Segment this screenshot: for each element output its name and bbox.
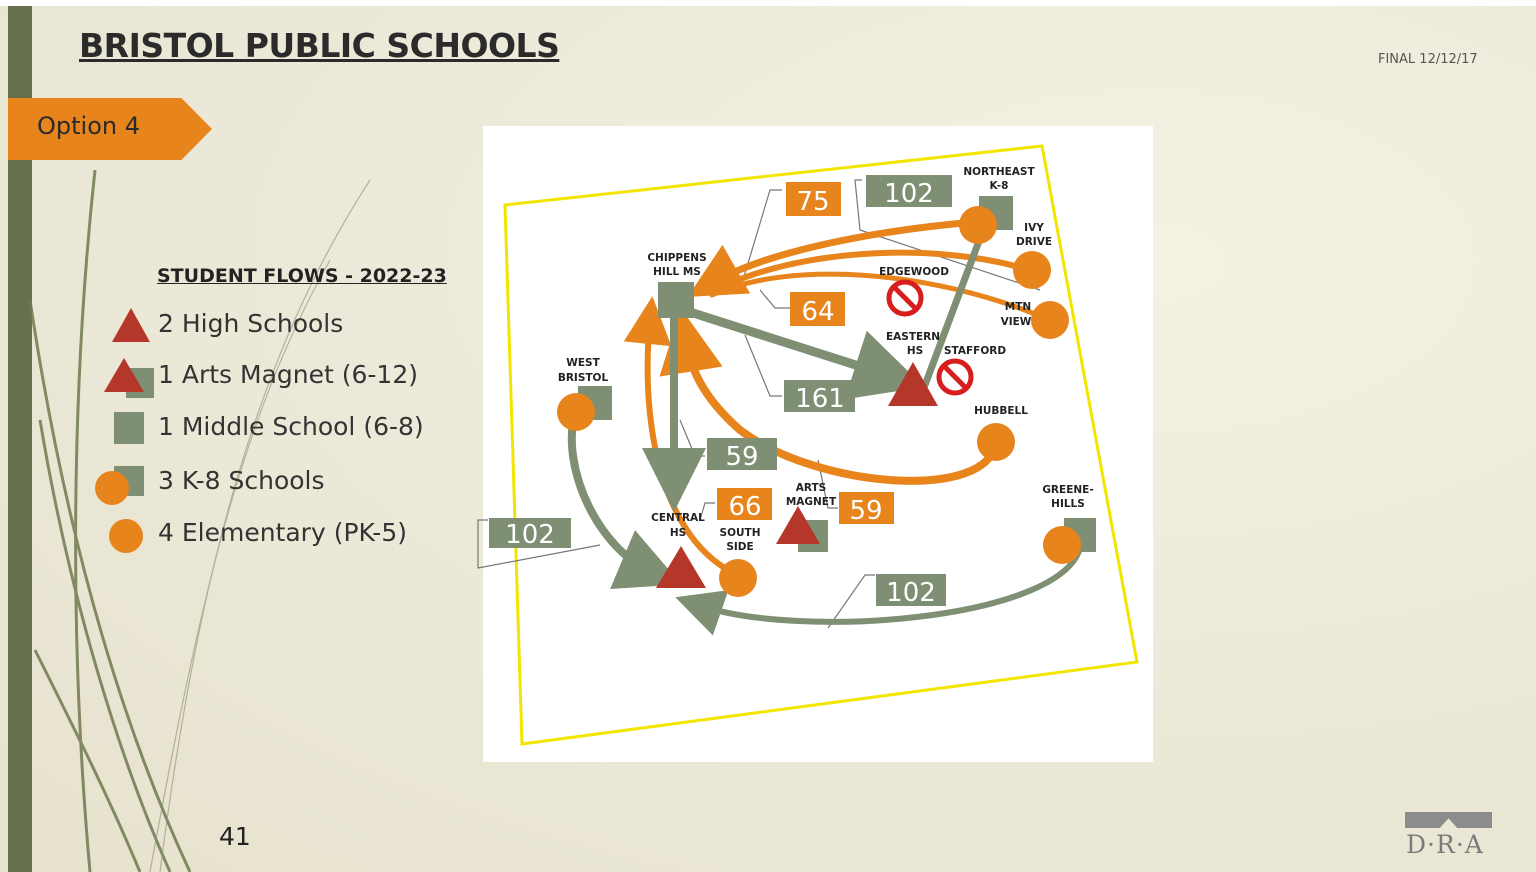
flow-label-75: 75 [796,187,829,217]
label-mtn: MTN [1005,301,1031,313]
top-strip [0,0,1536,6]
gray-square-icon [114,412,144,444]
legend-item-high-schools: 2 High Schools [0,305,480,345]
label-central-sub: HS [670,527,686,539]
flow-label-102-bottom: 102 [886,578,936,608]
legend-item-middle-school: 1 Middle School (6-8) [0,408,480,448]
label-ivy-sub: DRIVE [1016,236,1052,248]
flow-box-102-left [489,518,571,548]
flow-box-102-top [866,175,952,207]
label-greene-sub: HILLS [1051,498,1085,510]
label-chippens-sub: HILL MS [653,266,701,278]
label-west: WEST [566,357,600,369]
dra-logo: D·R·A [1402,812,1494,860]
label-arts: ARTS [796,482,826,494]
central-hs-triangle [656,546,706,588]
label-greene: GREENE- [1042,484,1093,496]
label-stafford: STAFFORD [944,345,1006,357]
west-bristol-circle [557,393,595,431]
circle-square-icon [95,466,144,505]
flow-box-102-bottom [876,574,946,606]
district-boundary [503,144,1139,746]
flow-box-59-orange [839,492,894,524]
flow-box-59-green [707,438,777,470]
flow-label-102-top: 102 [884,179,934,209]
leader-lines [477,179,1041,629]
flow-label-161: 161 [795,384,845,414]
school-markers [557,196,1096,597]
label-arts-sub: MAGNET [786,496,837,508]
label-edgewood: EDGEWOOD [879,266,949,278]
flow-box-66 [717,488,772,520]
flow-box-161 [784,380,855,412]
legend-item-elementary: 4 Elementary (PK-5) [0,514,480,554]
label-south: SOUTH [720,527,761,539]
page-title: BRISTOL PUBLIC SCHOOLS [79,26,560,65]
label-west-sub: BRISTOL [558,372,609,384]
option-label: Option 4 [37,112,140,140]
label-hubbell: HUBBELL [974,405,1028,417]
label-mtn-sub: VIEW [1001,316,1032,328]
flow-arrows [567,218,1083,636]
hubbell-circle [977,423,1015,461]
orange-circle-icon [109,519,143,553]
flow-label-59-orange: 59 [849,496,882,526]
red-triangle-icon [112,308,150,342]
flow-box-75 [786,182,841,216]
legend-label: 4 Elementary (PK-5) [158,518,407,547]
legend-label: 1 Arts Magnet (6-12) [158,360,418,389]
eastern-triangle [888,362,938,406]
flow-label-102-left: 102 [505,520,555,550]
label-eastern: EASTERN [886,331,940,343]
chippens-square [658,282,694,318]
map-panel [483,126,1153,762]
label-ivy: IVY [1024,222,1044,234]
south-side-circle [719,559,757,597]
option-tag: Option 4 [8,98,212,160]
flow-label-66: 66 [728,492,761,522]
legend-label: 1 Middle School (6-8) [158,412,424,441]
edgewood-closed-icon [886,279,924,317]
greene-hills-circle [1043,526,1081,564]
northeast-circle [959,206,997,244]
flow-label-59-green: 59 [725,442,758,472]
decorative-grass [28,169,371,872]
mtn-view-circle [1031,301,1069,339]
label-northeast: NORTHEAST [963,166,1035,178]
label-central: CENTRAL [651,512,705,524]
arts-magnet-triangle [776,506,820,544]
logo-roof-icon [1405,812,1492,828]
label-chippens: CHIPPENS [647,252,706,264]
legend-title: STUDENT FLOWS - 2022-23 [157,265,447,287]
triangle-square-icon [104,358,154,398]
legend-label: 3 K-8 Schools [158,466,325,495]
label-northeast-sub: K-8 [990,180,1009,192]
label-south-sub: SIDE [726,541,753,553]
legend-label: 2 High Schools [158,309,344,338]
final-date-label: FINAL 12/12/17 [1378,52,1478,67]
stafford-closed-icon [936,358,974,396]
label-eastern-sub: HS [907,345,923,357]
page-number: 41 [219,822,251,851]
legend-item-arts-magnet: 1 Arts Magnet (6-12) [0,356,480,398]
logo-text: D·R·A [1406,830,1484,859]
closed-school-icons [886,279,974,396]
flow-label-64: 64 [801,297,834,327]
flow-box-64 [790,292,845,326]
legend-item-k8-schools: 3 K-8 Schools [0,462,480,505]
ivy-drive-circle [1013,251,1051,289]
